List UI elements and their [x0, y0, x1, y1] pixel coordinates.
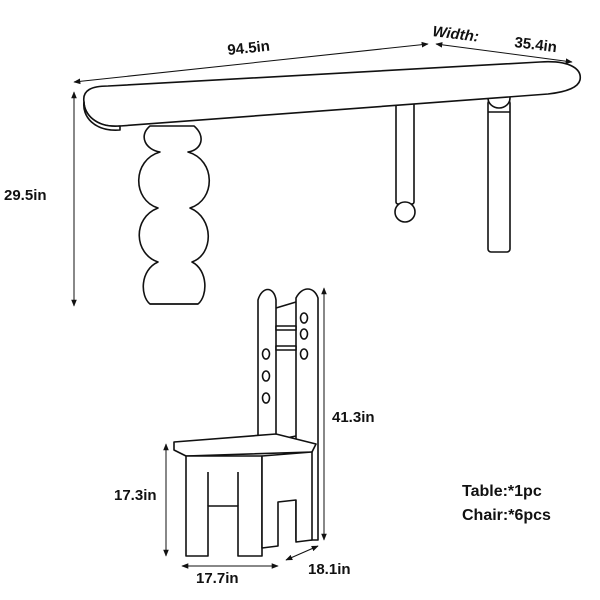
- chair-width-label: 17.7in: [196, 570, 239, 587]
- table-length-label: 94.5in: [227, 38, 271, 59]
- chair-back-holes: [261, 312, 309, 404]
- table-top: [83, 60, 581, 131]
- table-length-arrow: [73, 41, 429, 85]
- chair-dimensions: [163, 287, 327, 569]
- chair-quantity-label: Chair:*6pcs: [462, 507, 551, 524]
- chair-seat-height-label: 17.3in: [114, 487, 157, 504]
- table-quantity-label: Table:*1pc: [462, 483, 542, 500]
- chair-depth-label: 18.1in: [308, 561, 351, 578]
- chair-back-slats: [275, 325, 297, 351]
- chair-height-label: 41.3in: [332, 409, 375, 426]
- table-leg-bubble-pedestal: [137, 125, 211, 305]
- table-width-prefix: Width:: [432, 23, 480, 46]
- dining-chair: [173, 288, 319, 557]
- chair-depth-arrow: [285, 545, 319, 561]
- table-width-value: 35.4in: [514, 34, 558, 56]
- table-width-arrow: [435, 42, 573, 64]
- chair-front-panel: [185, 455, 263, 557]
- table-height-label: 29.5in: [4, 187, 47, 204]
- chair-back-post-front: [257, 288, 277, 441]
- table-leg-right-rear: [487, 87, 511, 253]
- dining-table: [83, 60, 581, 305]
- table-leg-middle: [394, 95, 416, 223]
- table-dimensions: [71, 41, 573, 307]
- chair-side-panel: [261, 451, 313, 549]
